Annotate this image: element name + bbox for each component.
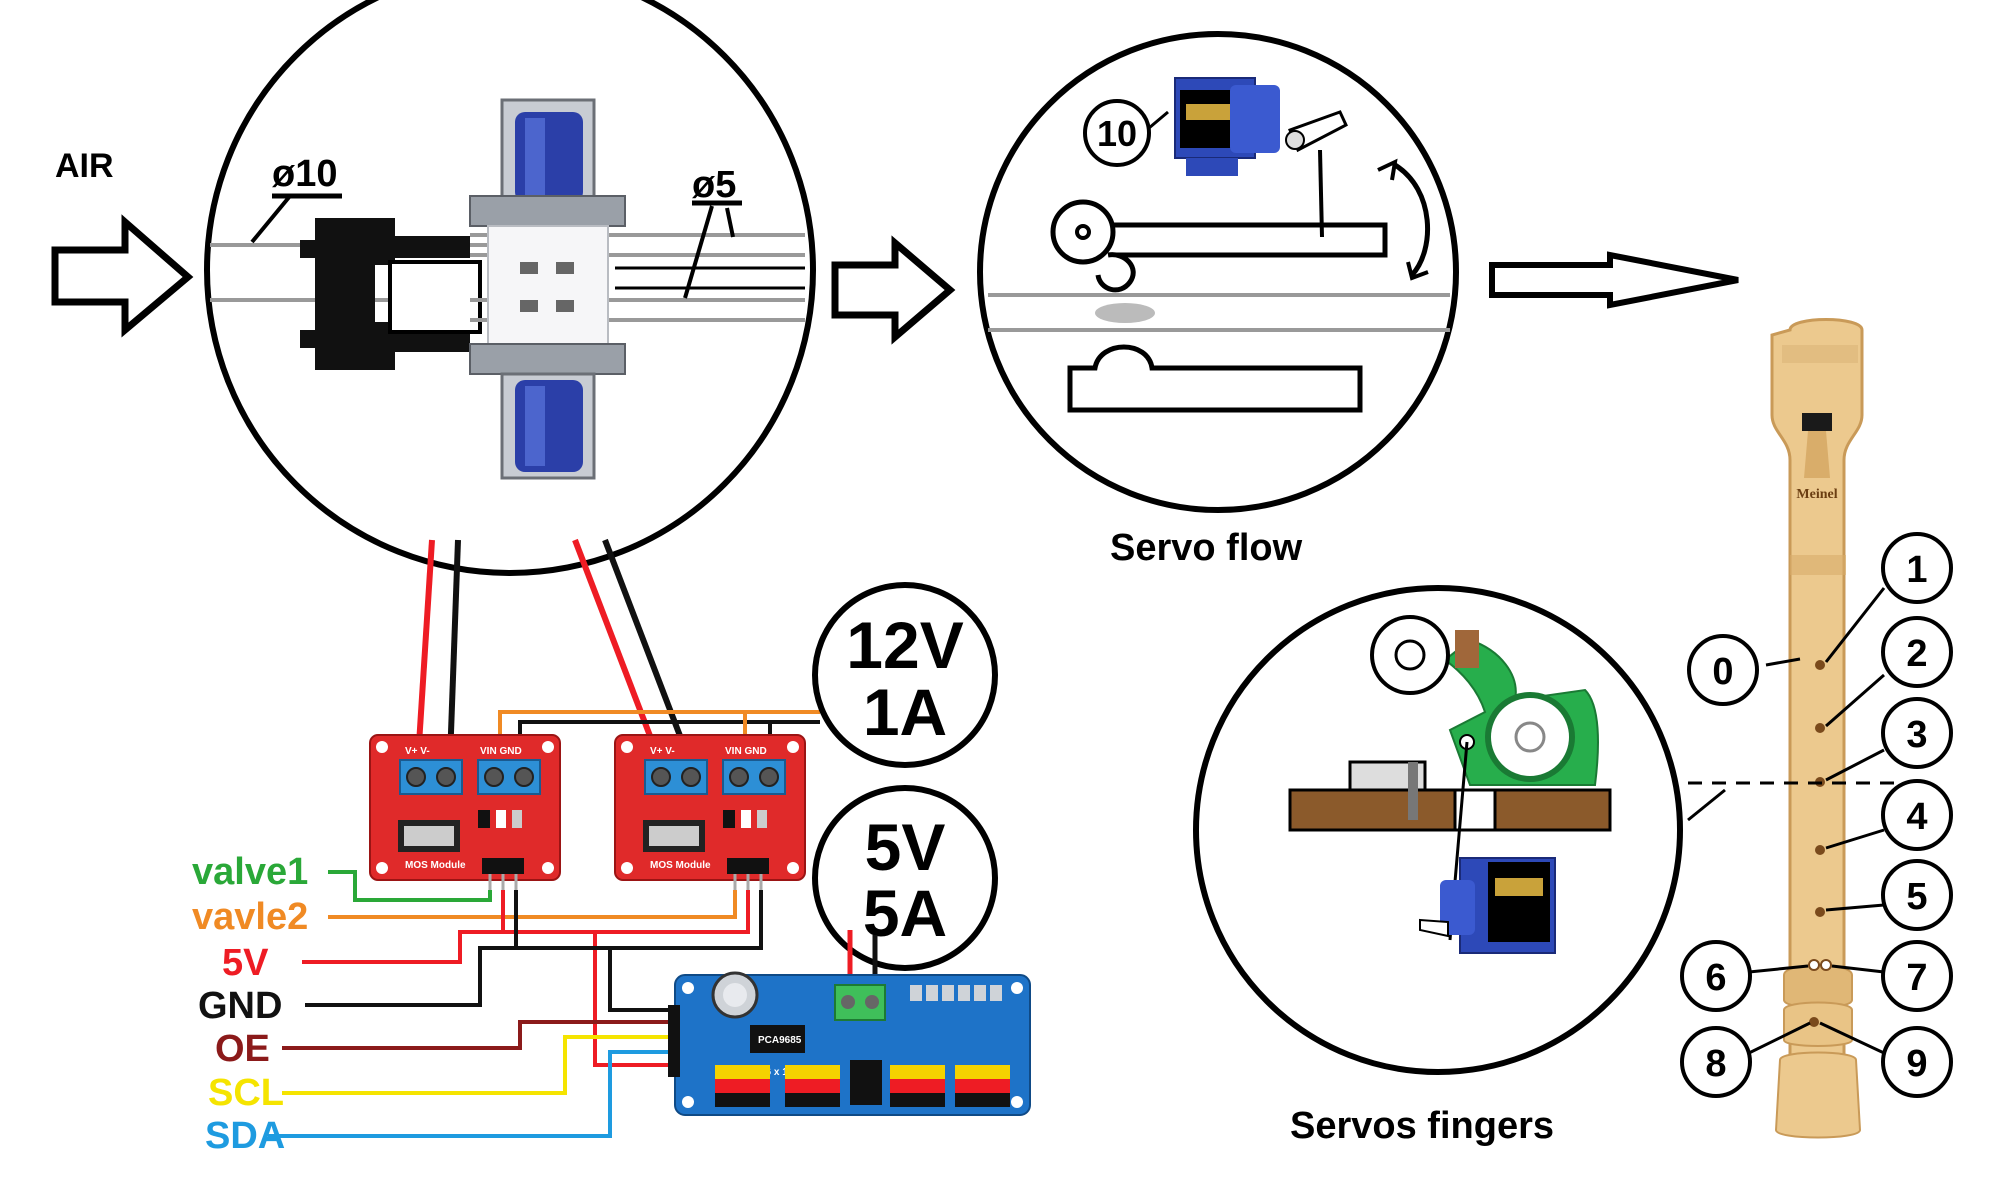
flow-servo (1174, 77, 1348, 176)
hole-label-6: 6 (1705, 957, 1726, 999)
signal-label-oe: OE (215, 1028, 270, 1070)
hole-label-5: 5 (1906, 876, 1927, 918)
hole-label-0: 0 (1712, 651, 1733, 693)
mos2-label: MOS Module (650, 860, 711, 871)
flow-arrow-2 (1489, 251, 1739, 309)
hole-label-4: 4 (1906, 796, 1927, 838)
psu-12v: 12V 1A (812, 582, 998, 768)
mos1-top-pins: V+ V- (405, 746, 430, 757)
hole-label-8: 8 (1705, 1043, 1726, 1085)
air-in-arrow (51, 214, 194, 338)
signal-label-5v: 5V (222, 942, 269, 984)
pinch-block (1067, 344, 1363, 413)
diameter-in-label: ø10 (272, 153, 337, 195)
mos1-label: MOS Module (405, 860, 466, 871)
servo-number-label: 10 (1097, 113, 1137, 154)
flow-arrow-1 (831, 235, 956, 345)
mos2-power-pins: VIN GND (725, 746, 767, 757)
signal-label-sda: SDA (205, 1115, 285, 1157)
psu-12v-current: 1A (863, 675, 947, 749)
recorder-brand: Meinel (1796, 487, 1837, 502)
finger-servo-detail (1193, 585, 1683, 1075)
hole-label-1: 1 (1906, 549, 1927, 591)
diameter-out-label: ø5 (692, 164, 736, 206)
hole-label-9: 9 (1906, 1043, 1927, 1085)
pca9685-board: PCA9685 16 x 12-bit PWM (668, 971, 1031, 1116)
servos-fingers-caption: Servos fingers (1290, 1105, 1554, 1147)
mosfet-board-1: V+ V- VIN GND MOS Module (369, 734, 561, 890)
recorder: Meinel (1770, 318, 1864, 1139)
signal-label-valve1: valve1 (192, 851, 308, 893)
valve-detail: ø10 ø5 (204, 0, 816, 576)
signal-label-gnd: GND (198, 985, 282, 1027)
mos2-top-pins: V+ V- (650, 746, 675, 757)
servo-flow-caption: Servo flow (1110, 527, 1303, 569)
psu-5v-voltage: 5V (865, 810, 946, 884)
pinch-lever (1110, 222, 1388, 258)
signal-label-vavle2: vavle2 (192, 896, 308, 938)
hole-label-3: 3 (1906, 714, 1927, 756)
servo-flow-detail: 10 (977, 31, 1459, 513)
mos1-power-pins: VIN GND (480, 746, 522, 757)
signal-labels: valve1 vavle2 5V GND OE SCL SDA (192, 851, 308, 1157)
hole-label-7: 7 (1906, 957, 1927, 999)
psu-5v: 5V 5A (812, 785, 998, 971)
hole-callouts: 0 1 2 3 4 5 6 7 8 9 (1680, 532, 1953, 1098)
pca-chip-label: PCA9685 (758, 1035, 802, 1046)
hole-label-2: 2 (1906, 633, 1927, 675)
finger-servo (1419, 857, 1556, 954)
signal-label-scl: SCL (208, 1072, 284, 1114)
air-label: AIR (55, 147, 114, 185)
solenoid-valve (469, 98, 626, 480)
psu-12v-voltage: 12V (846, 608, 963, 682)
mosfet-board-2: V+ V- VIN GND MOS Module (614, 734, 806, 890)
